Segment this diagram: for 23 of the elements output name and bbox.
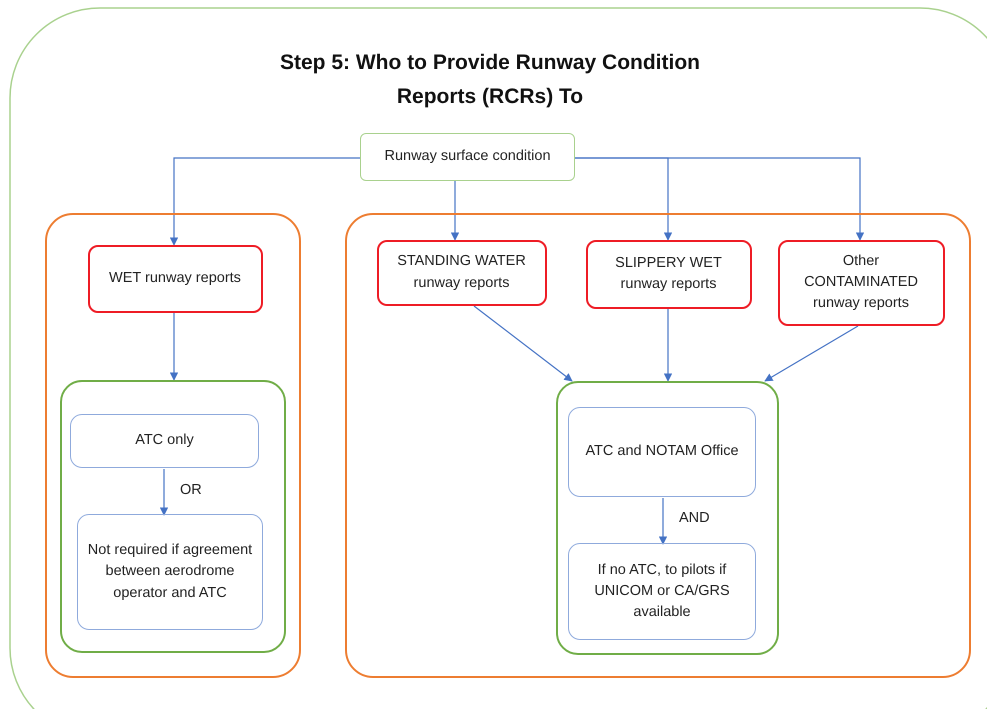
process-box: ATC only	[70, 414, 259, 468]
diagram-title: Step 5: Who to Provide Runway Condition Reports (RCRs) To	[279, 50, 701, 110]
arrow	[450, 181, 460, 241]
arrow	[474, 306, 573, 382]
arrow	[160, 469, 168, 516]
group-panel	[556, 380, 778, 654]
process-box: Not required if agreement between aerodrome operator and ATC	[77, 514, 263, 630]
group-panel	[60, 380, 286, 652]
arrow	[170, 157, 360, 246]
start-box: Runway surface condition	[360, 133, 575, 181]
group-panel	[45, 213, 301, 678]
report-box: STANDING WATER runway reports	[376, 240, 546, 306]
process-box: ATC and NOTAM Office	[568, 407, 756, 497]
arrow	[575, 157, 864, 241]
report-box: SLIPPERY WET runway reports	[586, 240, 752, 308]
group-panel	[345, 213, 971, 678]
report-box: WET runway reports	[88, 244, 262, 312]
arrow	[664, 309, 672, 382]
arrow	[764, 325, 858, 382]
report-box: Other CONTAMINATED runway reports	[778, 240, 944, 326]
arrow	[658, 498, 668, 545]
process-box: If no ATC, to pilots if UNICOM or CA/GRS available	[568, 543, 756, 640]
arrow	[170, 313, 178, 381]
